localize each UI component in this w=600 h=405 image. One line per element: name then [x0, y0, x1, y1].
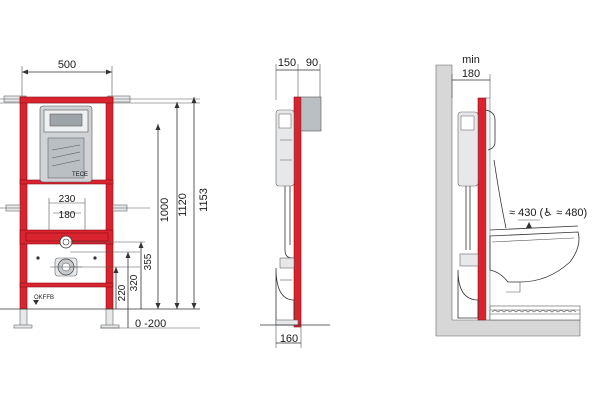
- height-1000-label: 1000: [159, 198, 171, 222]
- foot-adjust-label: 0 -200: [135, 318, 166, 330]
- install-depth-dimension: min 180: [451, 54, 491, 98]
- inner-width2-label: 180: [59, 210, 76, 221]
- install-depth-label: 180: [462, 68, 480, 80]
- side-fixings: [0, 204, 150, 212]
- floor-marker-label: OKFFB: [34, 295, 54, 301]
- floor-marker: OKFFB: [33, 295, 54, 305]
- seat-height-annotation: ≈ 430 (♿ ≈ 480): [509, 207, 587, 228]
- inner-width-dimensions: 230 180: [48, 194, 86, 230]
- cistern: TECE: [39, 105, 93, 183]
- side-pipes: [275, 186, 299, 326]
- height-1120-label: 1120: [177, 193, 189, 217]
- side-red-post: [293, 96, 302, 328]
- side-top-dimensions: 150 90: [275, 57, 321, 100]
- height-320-label: 320: [129, 274, 140, 291]
- side-depth-label: 150: [278, 57, 296, 69]
- cistern-brand: TECE: [72, 172, 88, 178]
- side-wall-block: [300, 96, 322, 132]
- height-220-label: 220: [117, 284, 128, 301]
- toilet-bowl: [489, 159, 580, 293]
- height-dimensions: 1153 1120 1000 355 320 220: [70, 97, 210, 309]
- side-wall-label: 90: [306, 57, 318, 69]
- height-355-label: 355: [143, 253, 154, 270]
- install-frame: [457, 97, 496, 321]
- waste-outlet: [50, 257, 82, 277]
- min-label: min: [462, 54, 480, 66]
- floor-screed: [489, 305, 581, 321]
- foot-adjust-dimension: 0 -200: [100, 309, 200, 330]
- side-bottom-label: 160: [280, 333, 298, 345]
- frame-feet: [0, 308, 200, 329]
- width-dimension: 500: [21, 59, 113, 96]
- inner-width-label: 230: [59, 194, 76, 205]
- side-view: 150 90 160: [260, 57, 330, 348]
- install-view: min 180 ≈ 430 (♿ ≈ 480): [435, 54, 587, 337]
- seat-height-label: ≈ 430 (♿ ≈ 480): [509, 207, 587, 219]
- height-1153-label: 1153: [198, 188, 210, 212]
- front-view: 500 TECE: [0, 59, 210, 330]
- side-cistern: [275, 109, 295, 187]
- side-bottom-dimension: 160: [275, 325, 302, 348]
- width-label: 500: [58, 59, 76, 71]
